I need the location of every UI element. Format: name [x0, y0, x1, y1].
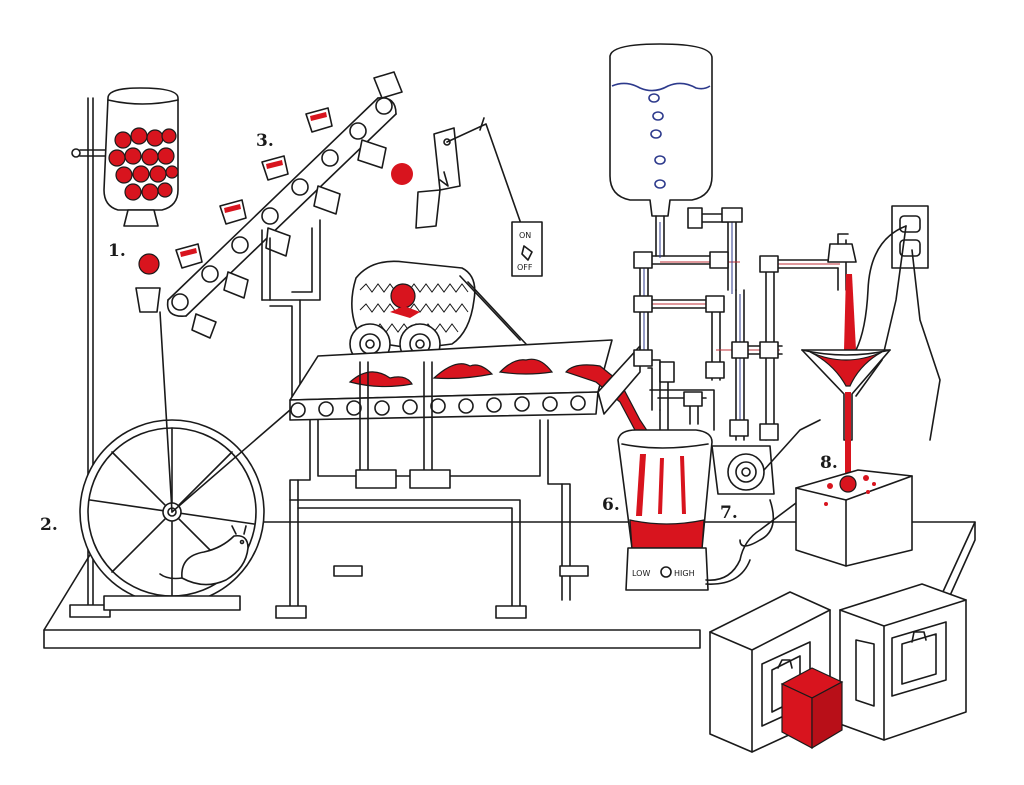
- wall-outlet: [855, 205, 941, 441]
- conveyor-rollers: [171, 97, 393, 311]
- open-molds: [709, 583, 967, 753]
- mold-box: [795, 469, 913, 567]
- pipe-network: [633, 207, 857, 451]
- gumballs: [108, 127, 179, 201]
- falling-gumball: [138, 253, 160, 275]
- main-conveyor: [275, 339, 650, 619]
- pump: [711, 419, 821, 547]
- hamster: [159, 525, 249, 586]
- step-label-7: 7.: [720, 503, 738, 523]
- water-jug: [609, 43, 713, 217]
- gumball-jar: [103, 87, 179, 313]
- pipe-joints: [633, 207, 779, 441]
- red-cube: [780, 667, 844, 750]
- switch-on-label: ON: [519, 231, 531, 240]
- flying-gumball: [391, 163, 413, 185]
- step-label-1: 1.: [108, 241, 126, 261]
- step-label-8: 8.: [820, 453, 838, 473]
- step-label-6: 6.: [602, 495, 620, 515]
- hamster-wheel: [79, 311, 291, 611]
- faucet: [827, 243, 857, 263]
- step-labels: 1. 2. 3. 6. 7. 8.: [40, 131, 838, 535]
- blender-low-label: LOW: [632, 569, 650, 578]
- funnel: [801, 349, 891, 476]
- bucket-conveyor: [166, 71, 413, 401]
- switch-assembly: ON OFF: [415, 117, 543, 277]
- blender-high-label: HIGH: [674, 569, 695, 578]
- blender: LOW HIGH: [617, 429, 801, 591]
- step-label-2: 2.: [40, 515, 58, 535]
- gumball-cup: [135, 287, 161, 313]
- conveyor-table-rollers: [290, 395, 586, 418]
- switch-off-label: OFF: [517, 263, 533, 272]
- red-puddles: [348, 358, 650, 433]
- conveyor-buckets: [175, 71, 403, 339]
- crushed-gumball: [390, 283, 416, 309]
- step-label-3: 3.: [256, 131, 274, 151]
- water-bubbles: [648, 93, 666, 189]
- blender-dial: [660, 566, 672, 578]
